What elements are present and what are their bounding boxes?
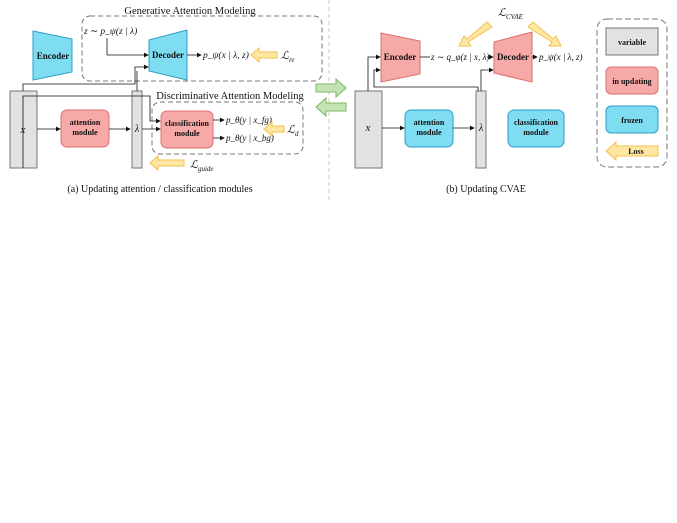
- loss-cvae-arrow-right: [527, 21, 562, 47]
- x-b-to-encoder-line: [367, 54, 381, 91]
- loss-guide-label: ℒguide: [190, 159, 214, 173]
- loss-guide-arrow: [149, 154, 185, 172]
- encoder-b-block: [380, 32, 421, 83]
- legend-updating-swatch: [605, 66, 659, 95]
- x-a-variable: [9, 90, 38, 169]
- attention-module-a-label-1: attention: [70, 118, 101, 127]
- attention-module-a: [60, 109, 110, 148]
- attention-module-b-label-1: attention: [414, 118, 445, 127]
- x-b-variable: [354, 90, 383, 169]
- generative-group-box: [81, 15, 323, 82]
- lambda-b-label: λ: [478, 123, 484, 134]
- attention-module-b-label-2: module: [416, 128, 442, 137]
- legend-frozen-label: frozen: [621, 116, 643, 125]
- classification-module-b: [507, 109, 565, 148]
- swap-arrow-right: [315, 77, 347, 99]
- legend-frozen-swatch: [605, 105, 659, 134]
- x-b-label: x: [365, 122, 371, 134]
- legend-variable-label: variable: [618, 38, 646, 47]
- decoder-b-label: Decoder: [497, 52, 529, 62]
- decoder-a-label: Decoder: [152, 50, 184, 60]
- lambda-b-to-encoder-line: [373, 67, 479, 91]
- loss-cvae-arrow-left: [458, 21, 493, 47]
- legend-loss-label: Loss: [628, 147, 644, 156]
- classification-module-b-label-1: classification: [514, 118, 559, 127]
- decoder-a-block: [148, 29, 188, 81]
- caption-b: (b) Updating CVAE: [446, 184, 526, 195]
- discriminative-group-box: [151, 101, 304, 155]
- classification-module-a-label-2: module: [174, 129, 200, 138]
- x-to-decoder-line: [22, 64, 149, 91]
- x-to-classification-line: [22, 95, 161, 168]
- cls-output-fg: p_θ(y | x_fg): [225, 115, 272, 125]
- x-a-label: x: [20, 124, 26, 136]
- loss-re-arrow: [250, 46, 278, 64]
- loss-re-label: ℒre: [281, 50, 295, 64]
- posterior-distribution: z ∼ q_φ(z | x, λ): [430, 52, 489, 62]
- attention-module-b: [404, 109, 454, 148]
- classification-module-a: [160, 110, 214, 149]
- classification-module-b-label-2: module: [523, 128, 549, 137]
- classification-module-a-label-1: classification: [165, 119, 210, 128]
- decoder-b-output: p_ψ(x | λ, z): [538, 52, 582, 62]
- decoder-b-block: [493, 31, 533, 83]
- encoder-a-block: [32, 30, 73, 81]
- attention-module-a-label-2: module: [72, 128, 98, 137]
- encoder-b-label: Encoder: [384, 52, 417, 62]
- loss-d-label: ℒd: [287, 124, 299, 138]
- prior-distribution: z ∼ p_ψ(z | λ): [83, 26, 137, 37]
- encoder-a-label: Encoder: [37, 51, 70, 61]
- swap-arrow-left: [315, 96, 347, 118]
- lambda-b-to-decoder-line: [480, 67, 494, 91]
- generative-title: Generative Attention Modeling: [124, 6, 256, 17]
- lambda-a-label: λ: [134, 124, 140, 135]
- legend-box: [596, 18, 668, 168]
- loss-d-arrow: [263, 120, 285, 138]
- legend-loss-arrow: [605, 140, 659, 162]
- caption-a: (a) Updating attention / classification …: [67, 184, 252, 195]
- legend-variable-swatch: [605, 27, 659, 56]
- decoder-a-output: p_ψ(x | λ, z): [202, 50, 249, 61]
- legend-updating-label: in updating: [612, 77, 651, 86]
- discriminative-title: Discriminative Attention Modeling: [156, 91, 304, 102]
- loss-cvae-label: ℒCVAE: [498, 7, 524, 21]
- cls-output-bg: p_θ(y | x_bg): [225, 133, 274, 143]
